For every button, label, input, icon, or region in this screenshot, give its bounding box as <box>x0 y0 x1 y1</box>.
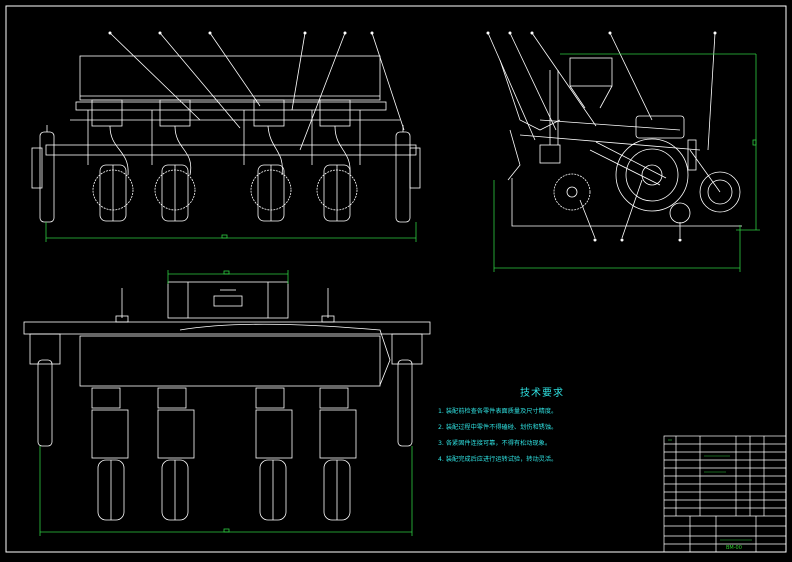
side-dimension <box>493 53 760 272</box>
title-block <box>663 435 787 553</box>
sheet-border <box>5 5 787 553</box>
front-view <box>31 31 421 223</box>
title-block-code: BM-00 <box>726 545 742 551</box>
side-view <box>486 31 742 242</box>
requirement-4: 4. 装配完成后应进行运转试验，转动灵活。 <box>438 456 558 463</box>
technical-requirements-title: 技术要求 <box>520 388 564 399</box>
top-view <box>23 281 431 521</box>
requirement-2: 2. 装配过程中零件不得磕碰、划伤和锈蚀。 <box>438 424 558 431</box>
top-dimension <box>39 270 413 536</box>
requirement-1: 1. 装配前检查各零件表面质量及尺寸精度。 <box>438 408 558 415</box>
front-dimension <box>45 222 417 242</box>
title-block-fill <box>668 439 752 541</box>
requirement-3: 3. 各紧固件连接可靠，不得有松动现象。 <box>438 440 552 447</box>
